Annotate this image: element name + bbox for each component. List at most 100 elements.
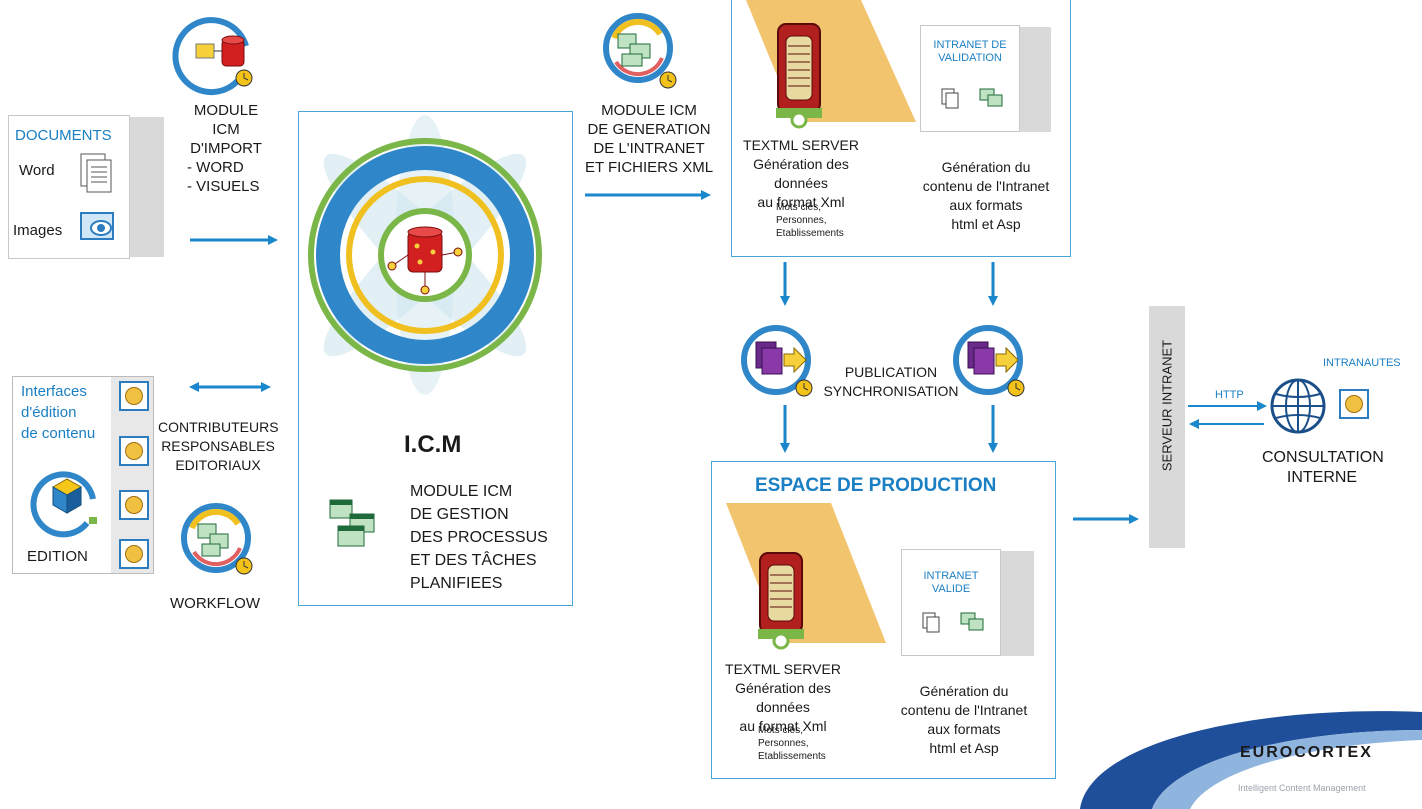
textml-prod-line-2: Génération des données xyxy=(735,680,831,715)
production-orange-panel xyxy=(726,503,886,643)
http-label: HTTP xyxy=(1215,389,1244,401)
import-module-text: MODULE ICM D'IMPORT - WORD - VISUELS xyxy=(181,101,281,196)
contributors-text: CONTRIBUTEURS RESPONSABLES EDITORIAUX xyxy=(158,418,279,475)
word-label: Word xyxy=(19,162,55,179)
prod-gen-line-2: contenu de l'Intranet xyxy=(900,702,1028,718)
edition-title-line-3: de contenu xyxy=(21,425,96,442)
intranet-validation-title: INTRANET DE VALIDATION xyxy=(921,39,1019,65)
textml-prod-sub-3: Etablissements xyxy=(758,751,826,762)
brand-name: EUROCORTEX xyxy=(1240,744,1373,761)
consultation-text: CONSULTATION INTERNE xyxy=(1262,448,1384,488)
prod-gen-line-1: Génération du xyxy=(919,683,1009,699)
edition-cube-icon xyxy=(30,471,97,538)
process-line-4: ET DES TÂCHES xyxy=(410,552,537,569)
val-gen-line-4: html et Asp xyxy=(951,216,1021,232)
textml-prod-line-3: au format Xml xyxy=(739,718,827,734)
icm-core-rings-icon xyxy=(308,115,542,395)
textml-server-icon-production xyxy=(758,552,804,650)
edition-label: EDITION xyxy=(27,548,88,565)
contributor-face-icon-2 xyxy=(119,436,149,466)
process-line-5: PLANIFIEES xyxy=(410,575,503,592)
production-generation-text: Génération du contenu de l'Intranet aux … xyxy=(889,682,1039,758)
publication-line-1: PUBLICATION xyxy=(844,364,938,380)
textml-prod-sub-1: Mots clés, xyxy=(758,725,804,736)
brand-tagline: Intelligent Content Management xyxy=(1238,783,1366,793)
textml-validation-subtext: Mots clés, Personnes, Etablissements xyxy=(776,201,844,240)
image-file-icon xyxy=(80,212,114,240)
generation-line-2: DE GENERATION xyxy=(587,121,711,138)
generation-module-icon xyxy=(603,13,677,89)
textml-val-line-3: au format Xml xyxy=(757,194,845,210)
contributor-face-icon-1 xyxy=(119,381,149,411)
textml-val-line-1: TEXTML SERVER xyxy=(743,137,859,153)
word-document-icon xyxy=(80,153,112,193)
process-module-text: MODULE ICM DE GESTION DES PROCESSUS ET D… xyxy=(410,480,548,595)
workflow-icon xyxy=(181,503,253,575)
workflow-label: WORKFLOW xyxy=(170,595,260,612)
eurocortex-logo-swoosh xyxy=(1080,711,1422,809)
intranet-valide-title-2: VALIDE xyxy=(931,583,971,595)
globe-icon xyxy=(1270,378,1326,434)
textml-val-sub-1: Mots clés, xyxy=(776,202,822,213)
textml-val-line-2: Génération des données xyxy=(753,156,849,191)
import-line-4: - VISUELS xyxy=(187,178,260,195)
textml-validation-text: TEXTML SERVER Génération des données au … xyxy=(735,136,867,212)
process-line-2: DE GESTION xyxy=(410,506,509,523)
contributors-line-2: RESPONSABLES xyxy=(161,438,275,454)
val-gen-line-1: Génération du xyxy=(941,159,1031,175)
images-label: Images xyxy=(13,222,63,239)
intranautes-label: INTRANAUTES xyxy=(1323,357,1401,369)
validation-generation-text: Génération du contenu de l'Intranet aux … xyxy=(911,158,1061,234)
consultation-line-2: INTERNE xyxy=(1286,469,1358,486)
textml-prod-sub-2: Personnes, xyxy=(758,738,809,749)
validation-orange-panel xyxy=(746,0,916,122)
textml-prod-line-1: TEXTML SERVER xyxy=(725,661,841,677)
import-line-1: MODULE ICM xyxy=(193,102,259,138)
contributor-face-icon-3 xyxy=(119,490,149,520)
textml-val-sub-3: Etablissements xyxy=(776,228,844,239)
intranet-valide-card: INTRANET VALIDE xyxy=(901,549,1001,656)
intranet-val-title-1: INTRANET DE xyxy=(933,39,1007,51)
textml-production-subtext: Mots clés, Personnes, Etablissements xyxy=(758,724,826,763)
generation-line-3: DE L'INTRANET xyxy=(593,140,705,157)
publication-icon-right xyxy=(953,325,1025,397)
intranet-validation-card: INTRANET DE VALIDATION xyxy=(920,25,1020,132)
consultation-line-1: CONSULTATION xyxy=(1262,449,1384,466)
intranet-valide-title-1: INTRANET xyxy=(923,570,979,582)
process-module-icon xyxy=(329,499,375,547)
intranet-server-bar xyxy=(1149,306,1185,548)
edition-title-line-2: d'édition xyxy=(21,404,77,421)
edition-title: Interfaces d'édition de contenu xyxy=(21,381,95,444)
documents-panel: DOCUMENTS Word Images xyxy=(8,115,130,259)
import-line-3: - WORD xyxy=(187,159,244,176)
edition-title-line-1: Interfaces xyxy=(21,383,87,400)
contributors-line-1: CONTRIBUTEURS xyxy=(158,419,279,435)
textml-val-sub-2: Personnes, xyxy=(776,215,827,226)
documents-title: DOCUMENTS xyxy=(15,127,112,144)
process-line-3: DES PROCESSUS xyxy=(410,529,548,546)
intranet-val-title-2: VALIDATION xyxy=(938,52,1002,64)
publication-line-2: SYNCHRONISATION xyxy=(823,383,959,399)
windows-icon xyxy=(979,88,1003,107)
edition-panel: Interfaces d'édition de contenu EDITION xyxy=(12,376,154,574)
contributor-face-icon-4 xyxy=(119,539,149,569)
generation-line-1: MODULE ICM xyxy=(601,102,697,119)
contributors-line-3: EDITORIAUX xyxy=(175,457,261,473)
intranaute-face-icon xyxy=(1339,389,1369,419)
val-gen-line-2: contenu de l'Intranet xyxy=(922,178,1050,194)
production-space-title: ESPACE DE PRODUCTION xyxy=(755,475,997,496)
prod-gen-line-4: html et Asp xyxy=(929,740,999,756)
textml-production-text: TEXTML SERVER Génération des données au … xyxy=(717,660,849,736)
intranet-server-label: SERVEUR INTRANET xyxy=(1159,339,1175,472)
process-line-1: MODULE ICM xyxy=(410,483,513,500)
pages-icon xyxy=(922,612,940,633)
generation-module-text: MODULE ICM DE GENERATION DE L'INTRANET E… xyxy=(580,101,718,177)
import-module-icon xyxy=(172,17,253,96)
intranet-valide-title: INTRANET VALIDE xyxy=(902,570,1000,596)
windows-icon xyxy=(960,612,984,631)
import-line-2: D'IMPORT xyxy=(190,140,262,157)
publication-text: PUBLICATION SYNCHRONISATION xyxy=(820,363,962,401)
generation-line-4: ET FICHIERS XML xyxy=(584,159,714,176)
val-gen-line-3: aux formats xyxy=(949,197,1023,213)
